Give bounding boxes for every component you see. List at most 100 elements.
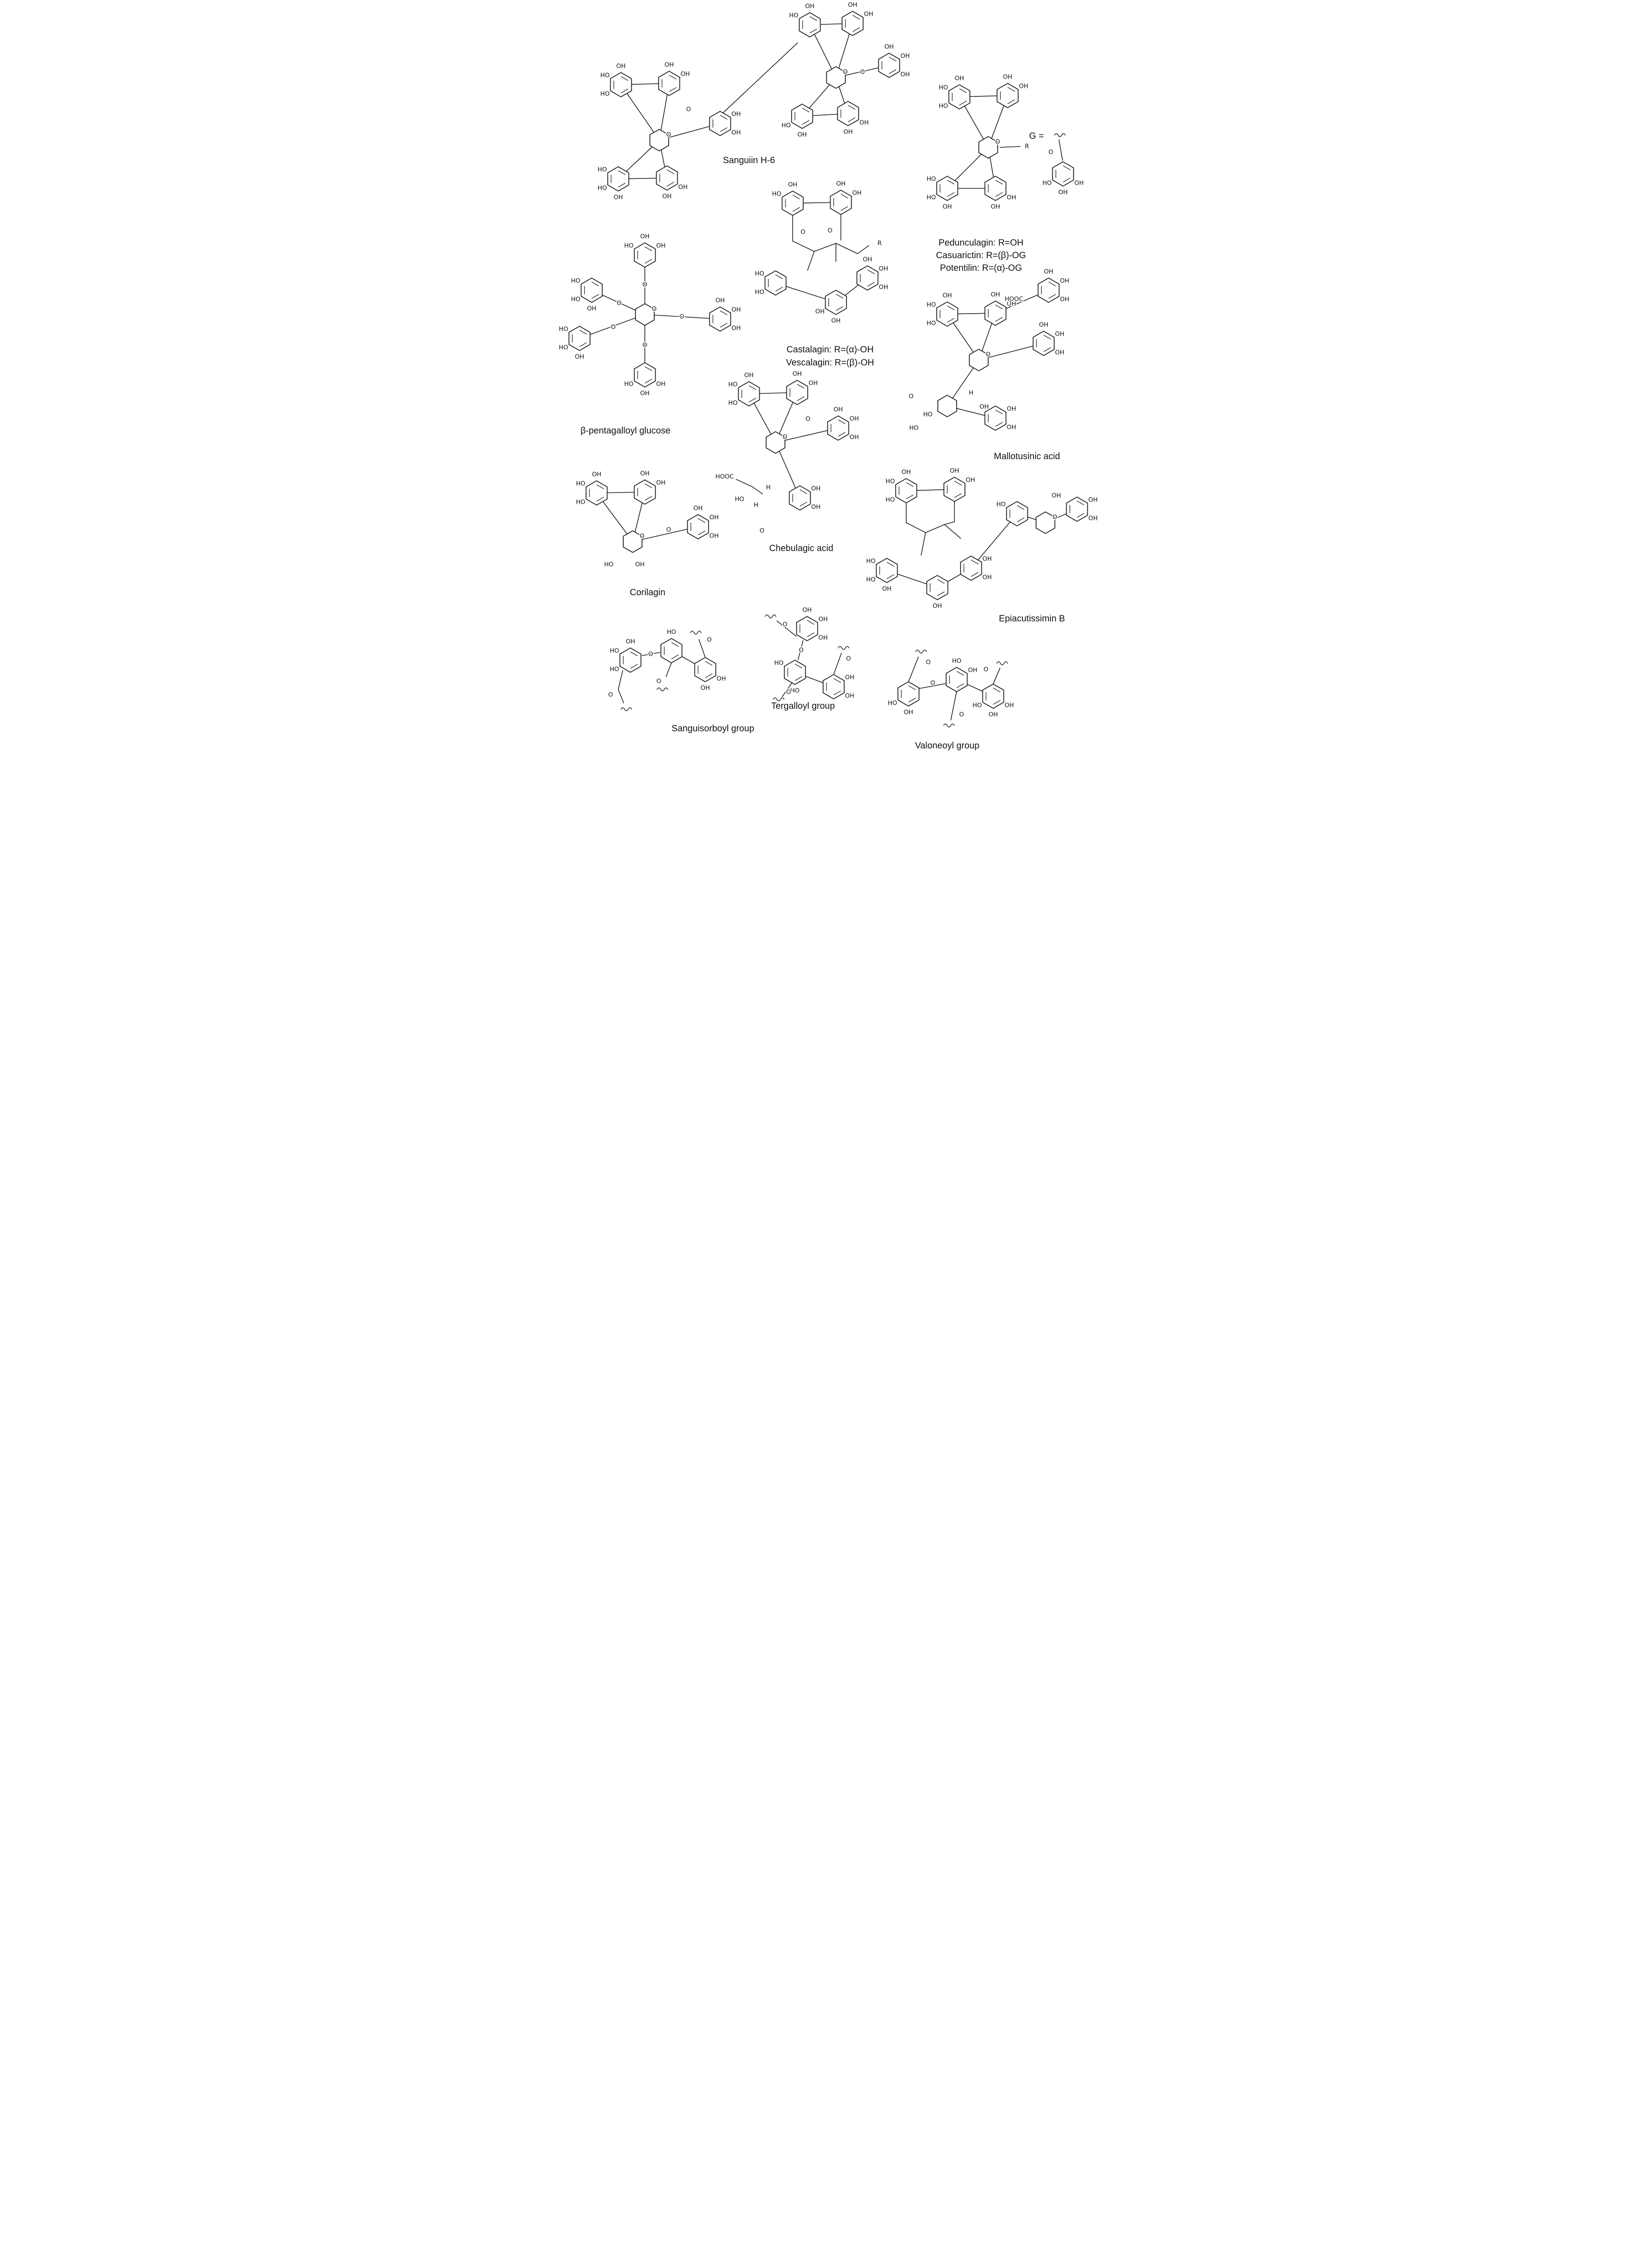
sugar-ring: [978, 136, 998, 159]
aromatic-inner-bond: [947, 180, 955, 185]
atom-label: O: [786, 689, 791, 696]
aromatic-inner-bond: [995, 305, 1003, 310]
aromatic-ring: [936, 301, 958, 327]
aromatic-ring: [982, 683, 1004, 709]
atom-label: O: [860, 68, 865, 76]
aromatic-inner-bond: [1017, 517, 1025, 522]
aromatic-ring: [960, 555, 982, 581]
atom-label: OH: [1055, 349, 1064, 356]
sugar-ring: [969, 348, 989, 372]
attachment-squiggle-icon: [996, 661, 1008, 666]
atom-label: O: [611, 324, 616, 331]
aromatic-inner-bond: [993, 700, 1001, 705]
bond: [944, 524, 961, 539]
aromatic-inner-bond: [618, 170, 626, 175]
aromatic-inner-bond: [596, 497, 604, 502]
aromatic-ring: [936, 175, 958, 201]
atom-label: OH: [902, 469, 911, 476]
bond: [642, 652, 660, 656]
molecule-chebulagic-acid: OHHOHOOHOHOOHOHOHOHOHHOOCHHHOOOChebulagi…: [715, 369, 860, 553]
aromatic-inner-bond: [840, 194, 849, 199]
bond: [736, 479, 753, 487]
atom-label: O: [643, 342, 648, 349]
sugar-ring: [937, 394, 957, 418]
aromatic-ring: [610, 72, 632, 98]
molecule-label: Mallotusinic acid: [994, 452, 1060, 461]
atom-label: OH: [1007, 424, 1016, 431]
atom-label: OH: [1019, 82, 1028, 90]
atom-label: HO: [600, 72, 610, 79]
aromatic-inner-bond: [954, 481, 962, 486]
atom-label: OH: [848, 1, 858, 9]
atom-label: OH: [1088, 515, 1098, 522]
atom-label: OH: [656, 242, 666, 249]
aromatic-ring: [799, 12, 821, 38]
aromatic-inner-bond: [797, 396, 805, 401]
bond: [921, 532, 926, 556]
atom-label: OH: [955, 75, 964, 82]
bond: [618, 670, 623, 690]
atom-label: HO: [972, 702, 982, 709]
atom-label: HO: [755, 270, 764, 277]
atom-label: OH: [950, 467, 959, 474]
atom-label: OH: [879, 265, 888, 272]
atom-label: HO: [576, 499, 585, 506]
atom-label: OH: [798, 131, 807, 138]
atom-label: O: [843, 68, 848, 76]
atom-label: HO: [923, 411, 933, 418]
atom-label: OH: [1044, 268, 1054, 275]
aromatic-inner-bond: [959, 88, 967, 93]
atom-label: OH: [640, 470, 650, 477]
bond: [814, 243, 836, 252]
molecule-label: Pedunculagin: R=OH: [939, 238, 1023, 248]
aromatic-inner-bond: [995, 180, 1003, 185]
atom-label: OH: [592, 471, 602, 478]
atom-label: OH: [1007, 194, 1016, 201]
aromatic-inner-bond: [671, 642, 679, 647]
atom-label: O: [666, 526, 671, 534]
aromatic-inner-bond: [956, 683, 964, 688]
molecule-mallotusinic-acid: OHHOHOOHOHOHOHOHOHOHOHOOHOHHOOCHOHHOHOOM…: [908, 267, 1070, 461]
sugar-ring: [649, 128, 669, 152]
aromatic-inner-bond: [867, 269, 875, 274]
bond: [833, 653, 842, 675]
attachment-squiggle-icon: [915, 649, 927, 654]
aromatic-ring: [568, 325, 591, 351]
aromatic-inner-bond: [889, 69, 897, 74]
aromatic-ring: [830, 189, 852, 215]
aromatic-inner-bond: [794, 676, 803, 681]
atom-label: HO: [996, 501, 1006, 508]
aromatic-ring: [738, 381, 760, 407]
aromatic-ring: [580, 277, 603, 303]
aromatic-ring: [791, 103, 813, 129]
aromatic-inner-bond: [1043, 335, 1051, 340]
atom-label: OH: [885, 43, 894, 50]
atom-label: OH: [1007, 300, 1016, 307]
aromatic-inner-bond: [889, 57, 897, 62]
atom-label: OH: [640, 390, 650, 397]
atom-label: OH: [943, 203, 952, 210]
atom-label: HO: [939, 84, 948, 91]
aromatic-inner-bond: [959, 100, 967, 105]
aromatic-ring: [996, 82, 1019, 109]
atom-label: O: [846, 655, 851, 662]
aromatic-ring: [1006, 501, 1028, 527]
bond: [1059, 139, 1063, 161]
atom-label: O: [643, 281, 648, 288]
molecule-label: Epiacutissimin B: [999, 614, 1065, 624]
atom-label: O: [657, 678, 662, 685]
molecule-label: Tergalloyl group: [771, 701, 835, 711]
atom-label: OH: [982, 555, 992, 562]
atom-label: OH: [716, 297, 725, 304]
aromatic-inner-bond: [840, 206, 849, 211]
aromatic-ring: [984, 300, 1007, 326]
aromatic-inner-bond: [705, 673, 713, 678]
bond: [944, 521, 955, 525]
bond: [999, 146, 1021, 148]
aromatic-ring: [856, 265, 879, 291]
atom-label: HO: [909, 424, 919, 432]
aromatic-inner-bond: [906, 494, 914, 499]
bond: [752, 486, 763, 494]
aromatic-ring: [619, 647, 642, 673]
